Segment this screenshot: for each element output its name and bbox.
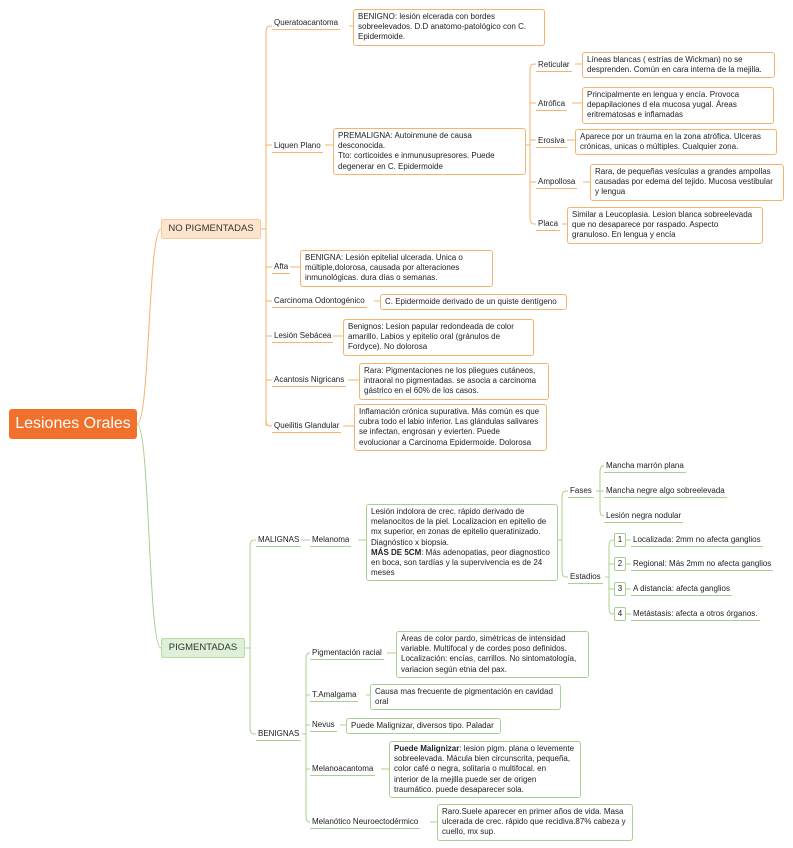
- atrofica-node: Atrófica: [536, 99, 568, 111]
- afta-desc: BENIGNA: Lesión epitelial ulcerada. Unic…: [300, 250, 493, 287]
- estadio-2-number: 2: [614, 557, 626, 571]
- nevus-desc: Puede Malignizar, diversos tipo. Paladar: [346, 718, 501, 735]
- lesion-sebacea-node: Lesión Sebácea: [272, 331, 334, 343]
- tatuaje-amalgama-node: T.Amalgama: [310, 690, 359, 702]
- estadio-4-number: 4: [614, 607, 626, 621]
- atrofica-desc: Principalmente en lengua y encía. Provoc…: [582, 87, 774, 124]
- pigmentacion-racial-desc: Áreas de color pardo, simétricas de inte…: [396, 631, 589, 678]
- liquen-plano-desc: PREMALIGNA: Autoinmune de causa desconoc…: [333, 128, 526, 175]
- acantosis-nigricans-node: Acantosis Nigricans: [272, 375, 347, 387]
- estadio-3-text: A distancia: afecta ganglios: [631, 584, 732, 596]
- estadio-1-number: 1: [614, 533, 626, 547]
- melanotico-neuroectodermico-node: Melanótico Neuroectodérmico: [310, 817, 421, 829]
- liquen-plano-node: Liquen Plano: [272, 141, 323, 153]
- connector-root-pig: [136, 423, 162, 649]
- fase-2: Mancha negre algo sobreelevada: [604, 486, 727, 498]
- estadio-1-text: Localizada: 2mm no afecta ganglios: [631, 535, 763, 547]
- erosiva-node: Erosiva: [536, 136, 567, 148]
- benignas-node: BENIGNAS: [256, 729, 302, 741]
- fase-1: Mancha marrón plana: [604, 461, 686, 473]
- queilitis-glandular-desc: Inflamación crónica supurativa. Más comú…: [354, 404, 547, 451]
- ampollosa-desc: Rara, de pequeñas vesículas a grandes am…: [590, 164, 784, 201]
- melanoacantoma-desc: Puede Malignizar: lesion pigm. plana o l…: [389, 741, 581, 799]
- estadio-3-number: 3: [614, 582, 626, 596]
- placa-node: Placa: [536, 219, 561, 231]
- root-node: Lesiones Orales: [9, 409, 137, 439]
- queratoacantoma-node: Queratoacantoma: [272, 18, 341, 30]
- carcinoma-odontogenico-node: Carcinoma Odontogénico: [272, 296, 367, 308]
- estadio-2-text: Regional: Más 2mm no afecta ganglios: [631, 559, 774, 571]
- ampollosa-node: Ampollosa: [536, 177, 578, 189]
- carcinoma-odontogenico-desc: C. Epidermoide derivado de un quiste den…: [380, 294, 567, 311]
- fases-node: Fases: [568, 486, 594, 498]
- queilitis-glandular-node: Queilitis Glandular: [272, 421, 342, 433]
- placa-desc: Similar a Leucoplasia. Lesion blanca sob…: [567, 207, 763, 244]
- no-pigmentadas-node: NO PIGMENTADAS: [161, 219, 261, 239]
- malignas-node: MALIGNAS: [256, 535, 302, 547]
- tatuaje-amalgama-desc: Causa mas frecuente de pigmentación en c…: [370, 684, 561, 711]
- melanotico-neuroectodermico-desc: Raro.Suele aparecer en primer años de vi…: [437, 804, 633, 841]
- pigmentacion-racial-node: Pigmentación racial: [310, 648, 384, 660]
- queratoacantoma-desc: BENIGNO: lesión elcerada con bordes sobr…: [353, 9, 545, 46]
- fase-3: Lesión negra nodular: [604, 511, 684, 523]
- erosiva-desc: Aparece por un trauma en la zona atrófic…: [575, 129, 777, 156]
- pigmentadas-node: PIGMENTADAS: [161, 638, 245, 658]
- afta-node: Afta: [272, 262, 291, 274]
- estadios-node: Estadios: [568, 572, 603, 584]
- melanoma-desc: Lesión indolora de crec. rápido derivado…: [366, 504, 558, 582]
- reticular-desc: Líneas blancas ( estrías de Wickman) no …: [582, 52, 775, 79]
- acantosis-nigricans-desc: Rara: Pigmentaciones ne los pliegues cut…: [359, 363, 549, 400]
- reticular-node: Reticular: [536, 60, 572, 72]
- melanoacantoma-node: Melanoacantoma: [310, 764, 376, 776]
- estadio-4-text: Metástasis: afecta a otros órganos.: [631, 609, 760, 621]
- lesion-sebacea-desc: Benignos: Lesion papular redondeada de c…: [343, 319, 534, 356]
- melanoma-node: Melanoma: [310, 535, 352, 547]
- connector-root-nopig: [136, 228, 162, 425]
- nevus-node: Nevus: [310, 720, 337, 732]
